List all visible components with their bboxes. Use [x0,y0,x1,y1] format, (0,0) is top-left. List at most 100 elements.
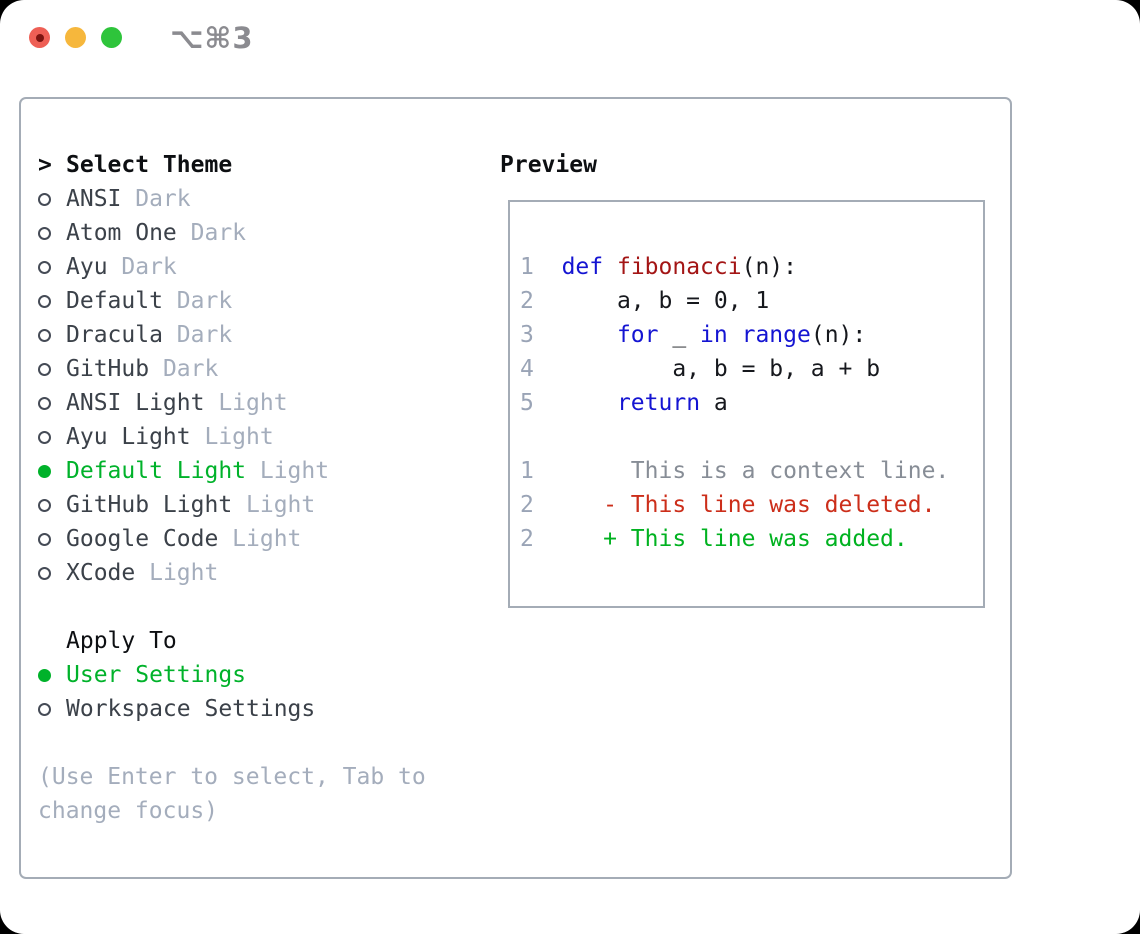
theme-option[interactable]: Dracula Dark [38,318,426,352]
line-number: 1 [520,458,534,484]
code-token [603,254,617,280]
line-number: 2 [520,288,534,314]
traffic-lights [29,27,122,48]
code-line: 1 This is a context line. [520,454,949,488]
close-button[interactable] [29,27,50,48]
apply-option[interactable]: Workspace Settings [38,692,426,726]
theme-variant-tag: Light [232,526,302,552]
radio-icon [38,702,51,716]
apply-option[interactable]: User Settings [38,658,426,692]
code-line: 1 def fibonacci(n): [520,250,949,284]
theme-list-title: Select Theme [66,152,233,178]
radio-selected-icon [38,668,51,682]
line-number: 2 [520,492,534,518]
zoom-button[interactable] [101,27,122,48]
code-token: for [616,322,659,348]
radio-icon [38,294,51,308]
theme-name: Dracula [66,322,163,348]
theme-name: ANSI Light [66,390,205,416]
code-token [534,322,617,348]
theme-variant-tag: Light [259,458,330,484]
theme-variant-tag: Light [218,390,288,416]
code-token: return [616,390,701,416]
theme-list-header: > Select Theme [38,148,426,182]
line-number: 2 [520,526,534,552]
radio-icon [38,328,51,342]
code-line [520,420,949,454]
code-token [534,390,617,416]
theme-variant-tag: Dark [162,356,219,382]
code-token: (n): [741,254,797,280]
minimize-button[interactable] [65,27,86,48]
line-number: 5 [520,390,534,416]
code-line: 2 - This line was deleted. [520,488,949,522]
theme-variant-tag: Dark [121,254,177,280]
code-token: a [700,390,728,416]
close-dot-icon [35,33,44,42]
code-token: def [561,254,604,280]
apply-option-label: Workspace Settings [66,696,316,722]
code-line: 2 a, b = 0, 1 [520,284,949,318]
code-line: 3 for _ in range(n): [520,318,949,352]
radio-icon [38,362,51,376]
theme-variant-tag: Dark [135,186,191,212]
selection-cursor: > [38,152,52,178]
apply-to-title: Apply To [66,628,177,654]
code-token: fibonacci [616,254,742,280]
radio-selected-icon [38,464,51,478]
code-token [728,322,742,348]
theme-name: Ayu Light [66,424,191,450]
hint-text: (Use Enter to select, Tab to [38,764,426,790]
theme-variant-tag: Light [149,560,219,586]
code-token: - This line was deleted. [533,492,936,518]
line-number: 3 [520,322,534,348]
code-token: _ [658,322,701,348]
theme-name: XCode [66,560,136,586]
code-token [534,254,562,280]
window-title-shortcut: ⌥⌘3 [170,21,254,55]
theme-variant-tag: Dark [176,288,233,314]
theme-option[interactable]: ANSI Light Light [38,386,426,420]
theme-option[interactable]: XCode Light [38,556,426,590]
radio-icon [38,226,51,240]
code-line: 5 return a [520,386,949,420]
code-line: 2 + This line was added. [520,522,949,556]
theme-name: Default [66,288,163,314]
radio-icon [38,396,51,410]
code-token: range [741,322,811,348]
code-token: + This line was added. [533,526,908,552]
theme-option[interactable]: Default Dark [38,284,426,318]
code-token: in [700,322,728,348]
apply-to-heading: Apply To [38,624,426,658]
theme-option[interactable]: Google Code Light [38,522,426,556]
code-token: a, b = 0, 1 [533,288,770,314]
theme-name: ANSI [66,186,122,212]
theme-name: Atom One [66,220,177,246]
theme-option[interactable]: Default Light Light [38,454,426,488]
theme-option[interactable]: ANSI Dark [38,182,426,216]
code-token: (n): [810,322,867,348]
theme-option[interactable]: GitHub Light Light [38,488,426,522]
radio-icon [38,498,51,512]
line-number: 4 [520,356,534,382]
theme-name: Google Code [66,526,219,552]
radio-icon [38,430,51,444]
theme-variant-tag: Dark [176,322,233,348]
theme-variant-tag: Light [246,492,316,518]
radio-icon [38,532,51,546]
theme-name: Default Light [66,458,247,484]
theme-name: GitHub Light [66,492,233,518]
radio-icon [38,192,51,206]
radio-icon [38,566,51,580]
radio-icon [38,260,51,274]
apply-option-label: User Settings [66,662,247,688]
